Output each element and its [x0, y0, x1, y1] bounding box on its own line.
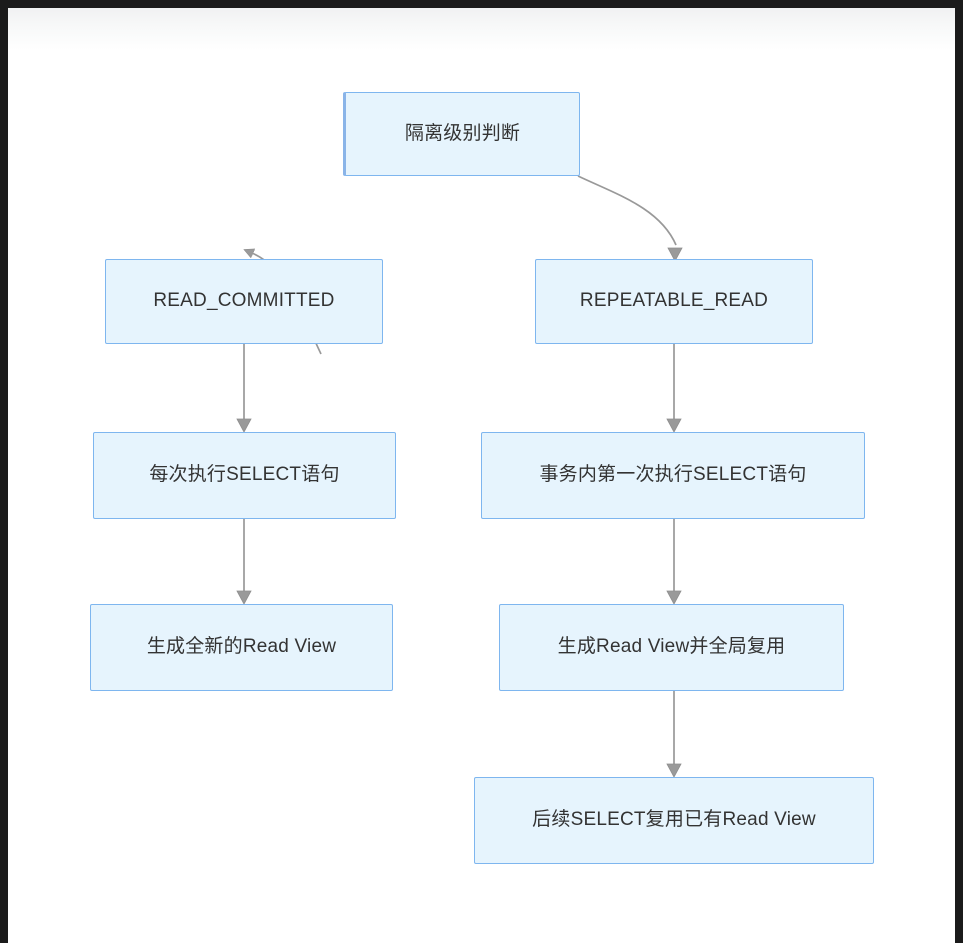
- flowchart-canvas[interactable]: 隔离级别判断 READ_COMMITTED REPEATABLE_READ 每次…: [8, 8, 955, 943]
- edge-first-select-to-global-readview: [666, 519, 682, 605]
- edge-global-readview-to-reuse: [666, 691, 682, 778]
- node-first-select-in-transaction[interactable]: 事务内第一次执行SELECT语句: [481, 432, 865, 519]
- node-label: 生成Read View并全局复用: [557, 636, 786, 658]
- node-every-select-statement[interactable]: 每次执行SELECT语句: [93, 432, 396, 519]
- edge-repeatable-read-to-first-select: [666, 344, 682, 433]
- node-label: 事务内第一次执行SELECT语句: [539, 464, 807, 486]
- node-label: READ_COMMITTED: [153, 290, 335, 312]
- edge-select-to-new-readview: [236, 519, 252, 605]
- diagram-frame: 隔离级别判断 READ_COMMITTED REPEATABLE_READ 每次…: [8, 8, 955, 943]
- node-label: 每次执行SELECT语句: [149, 464, 340, 486]
- node-subsequent-select-reuse-read-view[interactable]: 后续SELECT复用已有Read View: [474, 777, 874, 864]
- node-generate-read-view-global-reuse[interactable]: 生成Read View并全局复用: [499, 604, 844, 691]
- edge-root-to-repeatable-read: [577, 175, 683, 262]
- node-label: 生成全新的Read View: [146, 636, 337, 658]
- node-label: REPEATABLE_READ: [579, 290, 769, 312]
- edge-read-committed-to-select: [236, 344, 252, 433]
- node-label: 后续SELECT复用已有Read View: [532, 809, 816, 831]
- node-isolation-level-decision[interactable]: 隔离级别判断: [343, 92, 580, 176]
- node-repeatable-read[interactable]: REPEATABLE_READ: [535, 259, 813, 344]
- node-read-committed[interactable]: READ_COMMITTED: [105, 259, 383, 344]
- node-label: 隔离级别判断: [404, 122, 521, 144]
- node-generate-new-read-view[interactable]: 生成全新的Read View: [90, 604, 393, 691]
